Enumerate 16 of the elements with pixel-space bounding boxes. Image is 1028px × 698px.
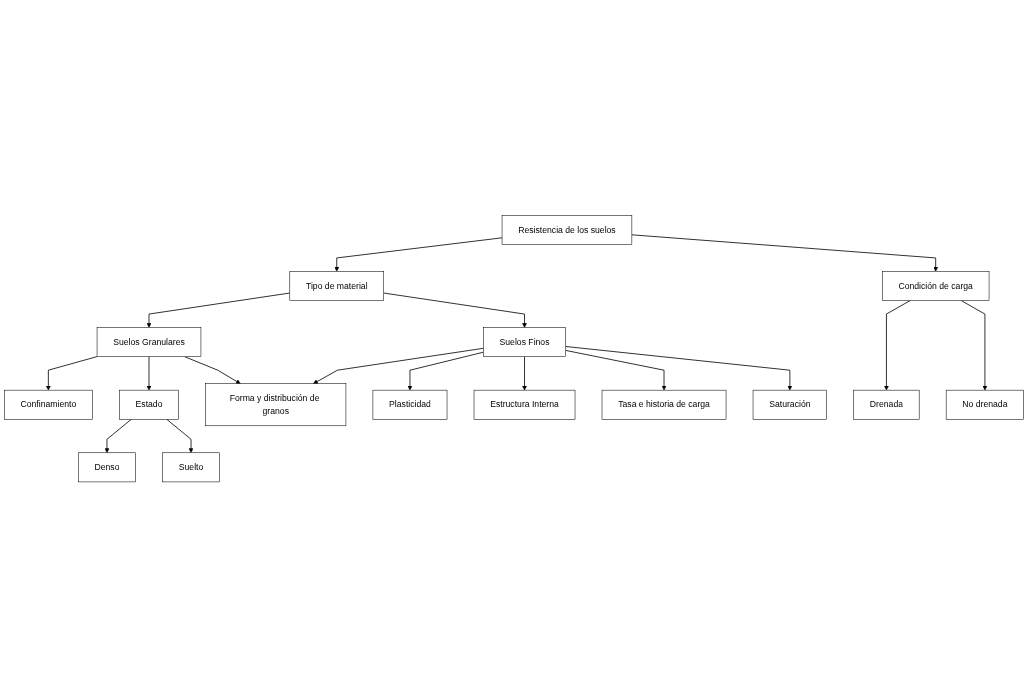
node-box: Plasticidad	[372, 390, 448, 420]
node-box: Suelto	[162, 452, 220, 483]
node-box: Confinamiento	[4, 390, 93, 420]
node-box: Drenada	[853, 390, 920, 420]
node-box: Suelos Finos	[483, 327, 566, 358]
node-box: Tasa e historia de carga	[601, 390, 727, 420]
node-box: Saturación	[752, 390, 827, 420]
node-box: Condición de carga	[882, 271, 990, 302]
node-box: No drenada	[945, 390, 1024, 420]
node-box: Forma y distribución de granos	[205, 383, 347, 427]
node-box: Estructura Interna	[473, 390, 576, 420]
node-box: Resistencia de los suelos	[501, 215, 633, 246]
node-box: Tipo de material	[289, 271, 384, 302]
node-box: Estado	[119, 390, 179, 420]
node-box: Suelos Granulares	[96, 327, 202, 358]
node-box: Denso	[78, 452, 136, 483]
